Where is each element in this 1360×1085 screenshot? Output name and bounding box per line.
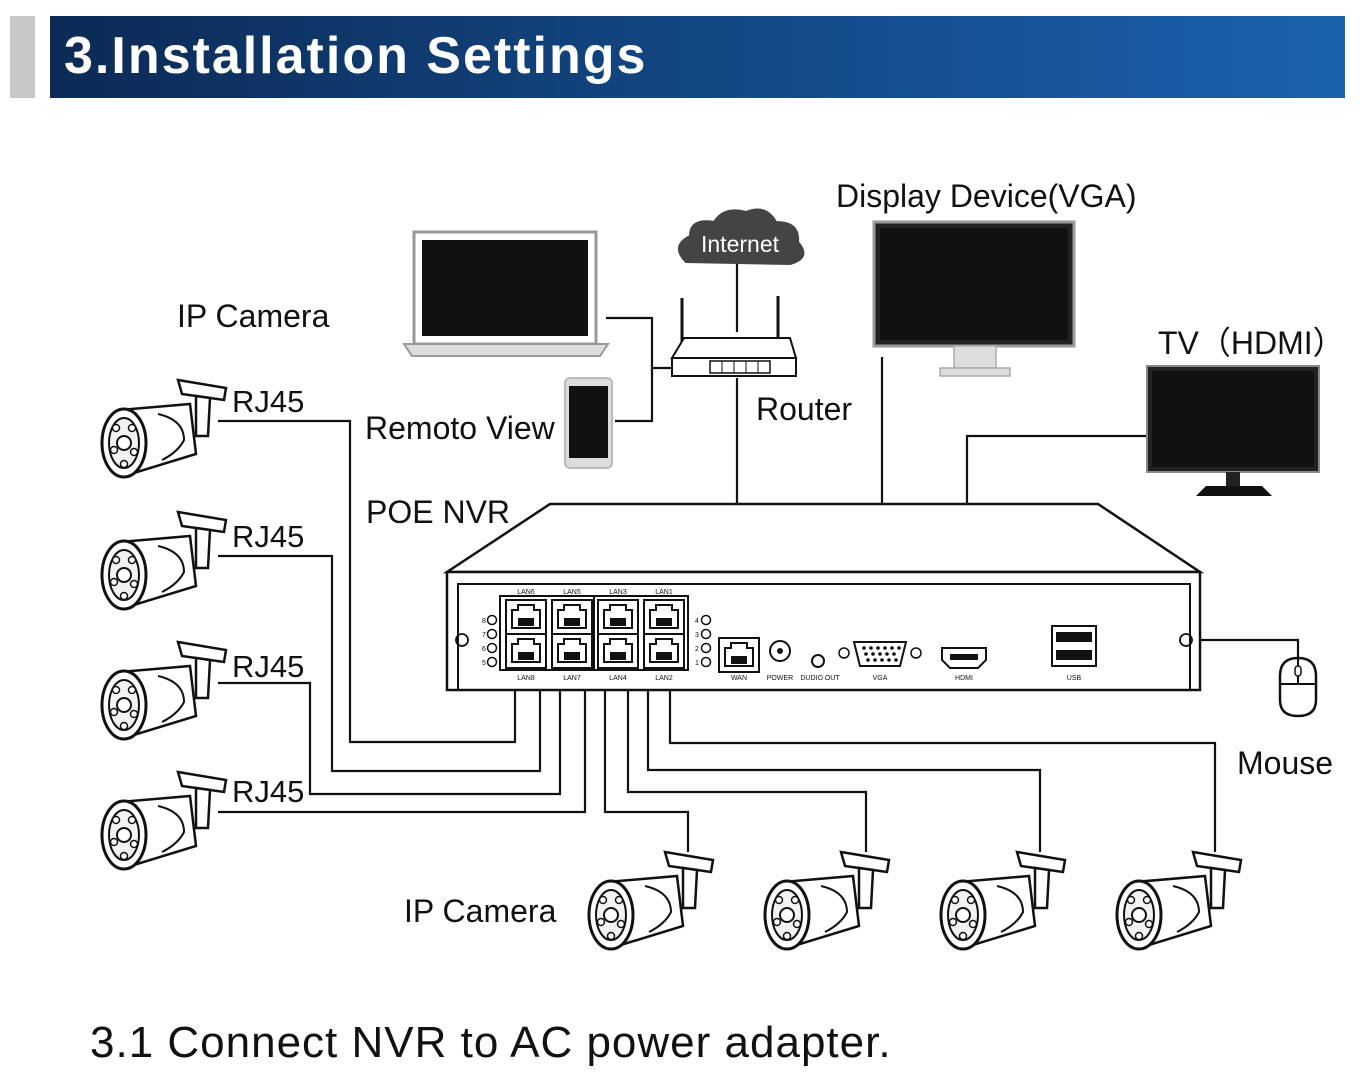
ip-camera-icon-left-1 <box>100 378 228 479</box>
rj45-label-1: RJ45 <box>232 384 304 419</box>
mouse-icon <box>1278 656 1318 718</box>
display-device-label: Display Device(VGA) <box>836 178 1137 214</box>
header-accent-bar <box>10 16 35 98</box>
tv-label: TV（HDMI） <box>1158 325 1345 361</box>
led-label-7: 7 <box>482 632 486 639</box>
port-label-lan6: LAN6 <box>517 589 535 596</box>
port-label-power: POWER <box>767 675 793 682</box>
port-label-usb: USB <box>1067 675 1082 682</box>
led-label-1: 1 <box>695 660 699 667</box>
remote-view-label: Remoto View <box>365 410 556 446</box>
rj45-label-4: RJ45 <box>232 774 304 809</box>
port-label-lan5: LAN5 <box>563 589 581 596</box>
smartphone-icon <box>564 377 613 469</box>
port-label-lan8: LAN8 <box>517 675 535 682</box>
ip-camera-icon-bottom-1 <box>587 850 715 951</box>
nvr-port-labels: LAN6 LAN5 LAN3 LAN1 LAN8 LAN7 LAN4 LAN2 … <box>482 589 1081 682</box>
port-label-lan3: LAN3 <box>609 589 627 596</box>
led-label-6: 6 <box>482 646 486 653</box>
section-header <box>50 16 1345 98</box>
internet-label: Internet <box>701 231 780 257</box>
led-label-8: 8 <box>482 618 486 625</box>
poe-nvr-device <box>442 502 1205 692</box>
led-label-5: 5 <box>482 660 486 667</box>
section-title: 3.Installation Settings <box>64 27 648 85</box>
internet-cloud-icon: Internet <box>678 208 805 266</box>
port-label-lan1: LAN1 <box>655 589 673 596</box>
mouse-label: Mouse <box>1237 745 1333 781</box>
ip-camera-icon-left-2 <box>100 510 228 611</box>
port-label-hdmi: HDMI <box>955 675 973 682</box>
ip-camera-icon-left-4 <box>100 770 228 871</box>
router-icon <box>670 296 798 377</box>
laptop-icon <box>402 230 610 357</box>
led-label-2: 2 <box>695 646 699 653</box>
ip-camera-label-bottom: IP Camera <box>404 893 557 929</box>
ip-camera-label-top: IP Camera <box>177 298 330 334</box>
router-label: Router <box>756 391 852 427</box>
rj45-label-2: RJ45 <box>232 519 304 554</box>
port-label-lan2: LAN2 <box>655 675 673 682</box>
tv-icon <box>1146 365 1320 496</box>
poe-nvr-label: POE NVR <box>366 494 510 530</box>
port-label-wan: WAN <box>731 675 747 682</box>
port-label-audio-out: DUDIO OUT <box>800 675 840 682</box>
ip-camera-icon-bottom-2 <box>763 850 891 951</box>
ip-camera-icon-left-3 <box>100 640 228 741</box>
step-instruction: 3.1 Connect NVR to AC power adapter. <box>90 1018 892 1067</box>
port-label-lan4: LAN4 <box>609 675 627 682</box>
ip-camera-icon-bottom-3 <box>939 850 1067 951</box>
vga-monitor-icon <box>872 220 1076 377</box>
ip-camera-icon-bottom-4 <box>1115 850 1243 951</box>
led-label-3: 3 <box>695 632 699 639</box>
led-label-4: 4 <box>695 618 699 625</box>
rj45-label-3: RJ45 <box>232 649 304 684</box>
port-label-lan7: LAN7 <box>563 675 581 682</box>
port-label-vga: VGA <box>873 675 888 682</box>
